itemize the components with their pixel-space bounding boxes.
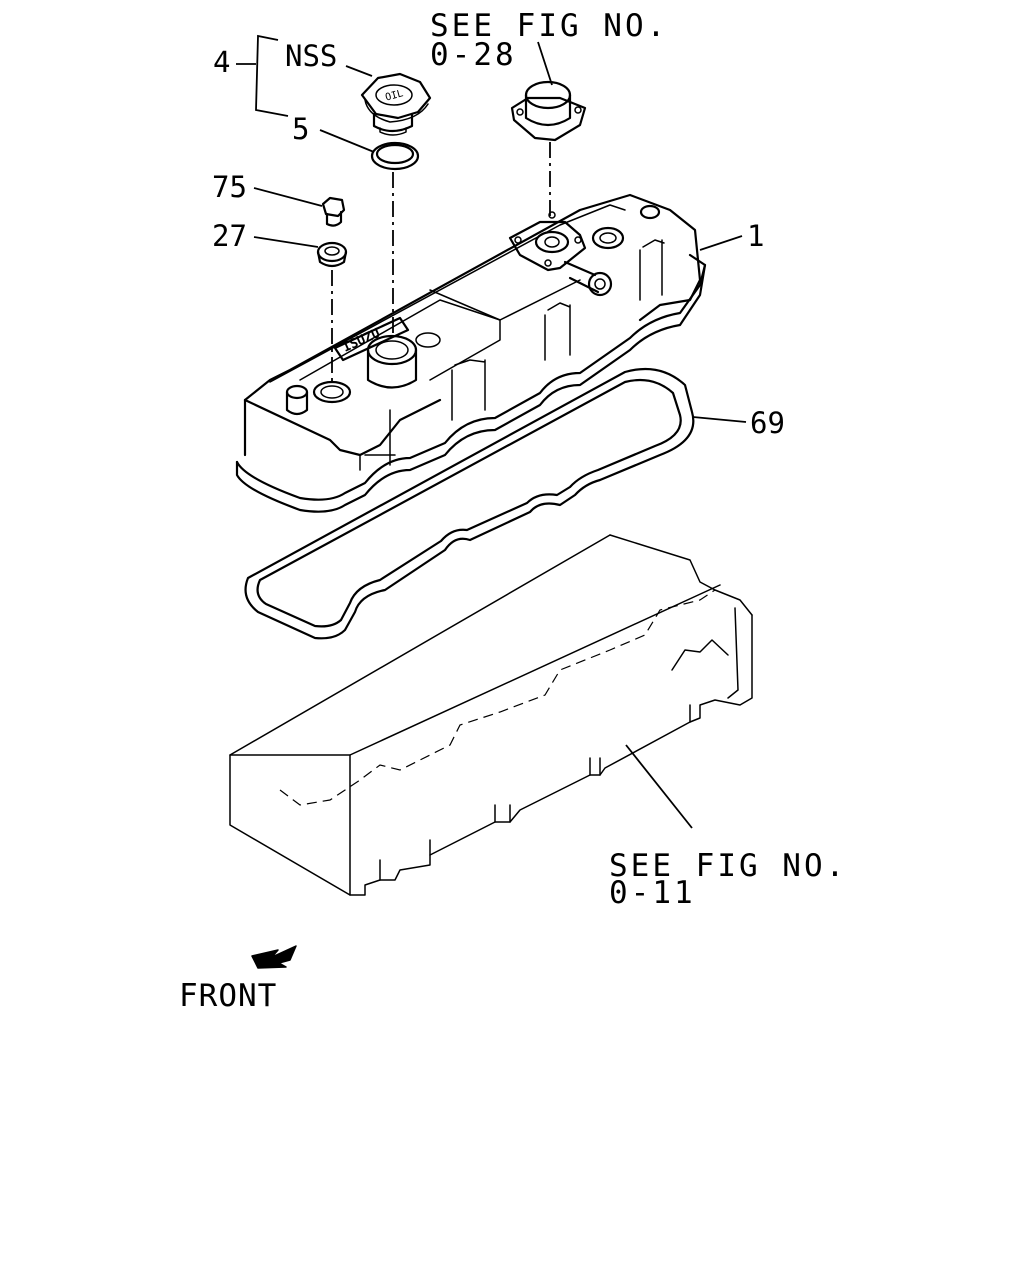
- cover-gasket: [244, 367, 695, 640]
- callout-nss: NSS: [285, 39, 337, 73]
- breather-assembly: [510, 80, 587, 142]
- callout-5: 5: [292, 112, 309, 146]
- callout-75: 75: [212, 170, 247, 204]
- callout-4: 4: [213, 45, 230, 79]
- leader-lines: [236, 34, 747, 829]
- reference-top-line2: 0-28: [430, 37, 517, 73]
- oil-filler-cap: OIL: [360, 72, 432, 136]
- valve-cover: ISUZU: [235, 193, 707, 513]
- callout-69: 69: [750, 406, 785, 440]
- cylinder-head: [229, 534, 753, 896]
- reference-top-line1: SEE FIG NO.: [430, 8, 668, 44]
- callout-1: 1: [747, 219, 764, 253]
- callout-27: 27: [212, 219, 247, 253]
- reference-bottom-line1: SEE FIG NO.: [609, 848, 847, 884]
- front-label: FRONT: [179, 978, 277, 1014]
- bolt: [321, 196, 346, 227]
- cap-label-text: OIL: [384, 88, 404, 103]
- assembly-lines: [331, 142, 551, 385]
- oring: [370, 141, 420, 171]
- reference-bottom-line2: 0-11: [609, 875, 696, 911]
- front-arrow-icon: [251, 945, 297, 969]
- sealing-washer: [316, 241, 348, 268]
